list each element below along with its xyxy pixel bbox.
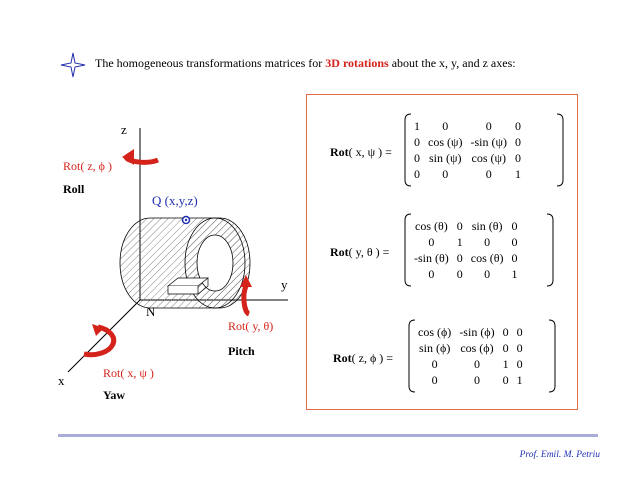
matrix-z-brackets (408, 319, 556, 393)
footer-rule (58, 434, 598, 437)
x-axis (67, 299, 141, 373)
yaw-arrow-icon (83, 324, 117, 358)
matrix-y-brackets (404, 213, 554, 287)
point-q-label: Q (x,y,z) (152, 193, 198, 208)
x-axis-label: x (58, 373, 65, 388)
slide-title: The homogeneous transformations matrices… (95, 56, 516, 70)
matrices-box (306, 94, 578, 410)
roll-label: Roll (63, 182, 85, 196)
title-highlight: 3D rotations (325, 56, 389, 70)
cylinder-hole (196, 234, 234, 292)
rotation-diagram (67, 128, 288, 373)
y-axis-label: y (281, 277, 288, 292)
rot-z-matrix-label: Rot( z, ϕ ) = (333, 351, 394, 365)
star-bullet-icon (60, 52, 86, 78)
origin-label: N (146, 304, 156, 319)
author-footer: Prof. Emil. M. Petriu (519, 450, 600, 460)
rot-y-matrix-label: Rot( y, θ ) = (330, 245, 390, 259)
z-axis-label: z (121, 122, 127, 137)
pitch-arrow-icon (241, 284, 251, 317)
rot-x-matrix-label: Rot( x, ψ ) = (330, 145, 392, 159)
rot-z-label: Rot( z, ϕ ) (63, 159, 112, 173)
matrix-x-brackets (404, 113, 564, 187)
pitch-label: Pitch (228, 344, 255, 358)
yaw-label: Yaw (103, 388, 126, 402)
rot-y-label: Rot( y, θ) (228, 319, 274, 333)
rot-x-label: Rot( x, ψ ) (103, 366, 154, 380)
